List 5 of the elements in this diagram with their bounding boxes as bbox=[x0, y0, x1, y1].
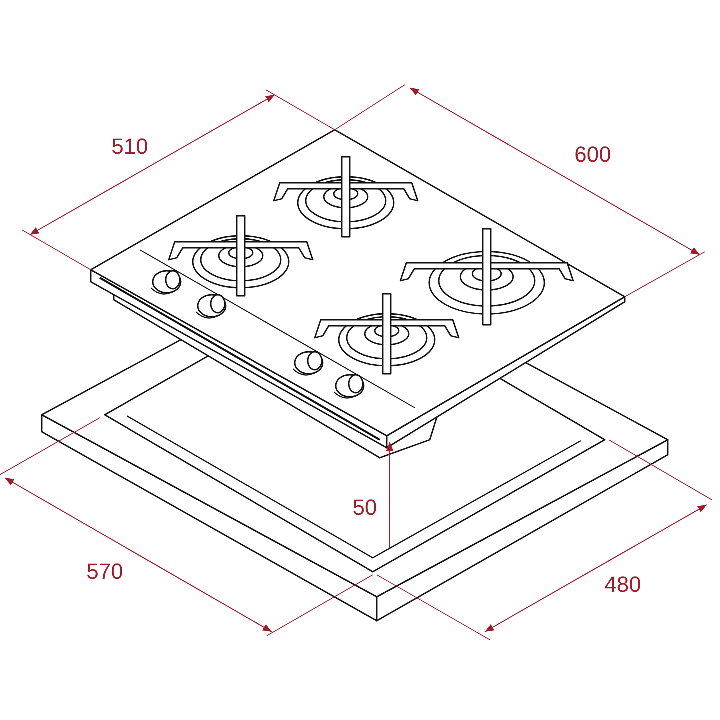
dimension-value: 510 bbox=[112, 136, 148, 158]
dimension-value: 570 bbox=[86, 561, 124, 583]
dimension-value: 480 bbox=[604, 574, 642, 596]
dimension-value: 600 bbox=[574, 144, 612, 166]
dimension-value: 50 bbox=[352, 497, 378, 519]
